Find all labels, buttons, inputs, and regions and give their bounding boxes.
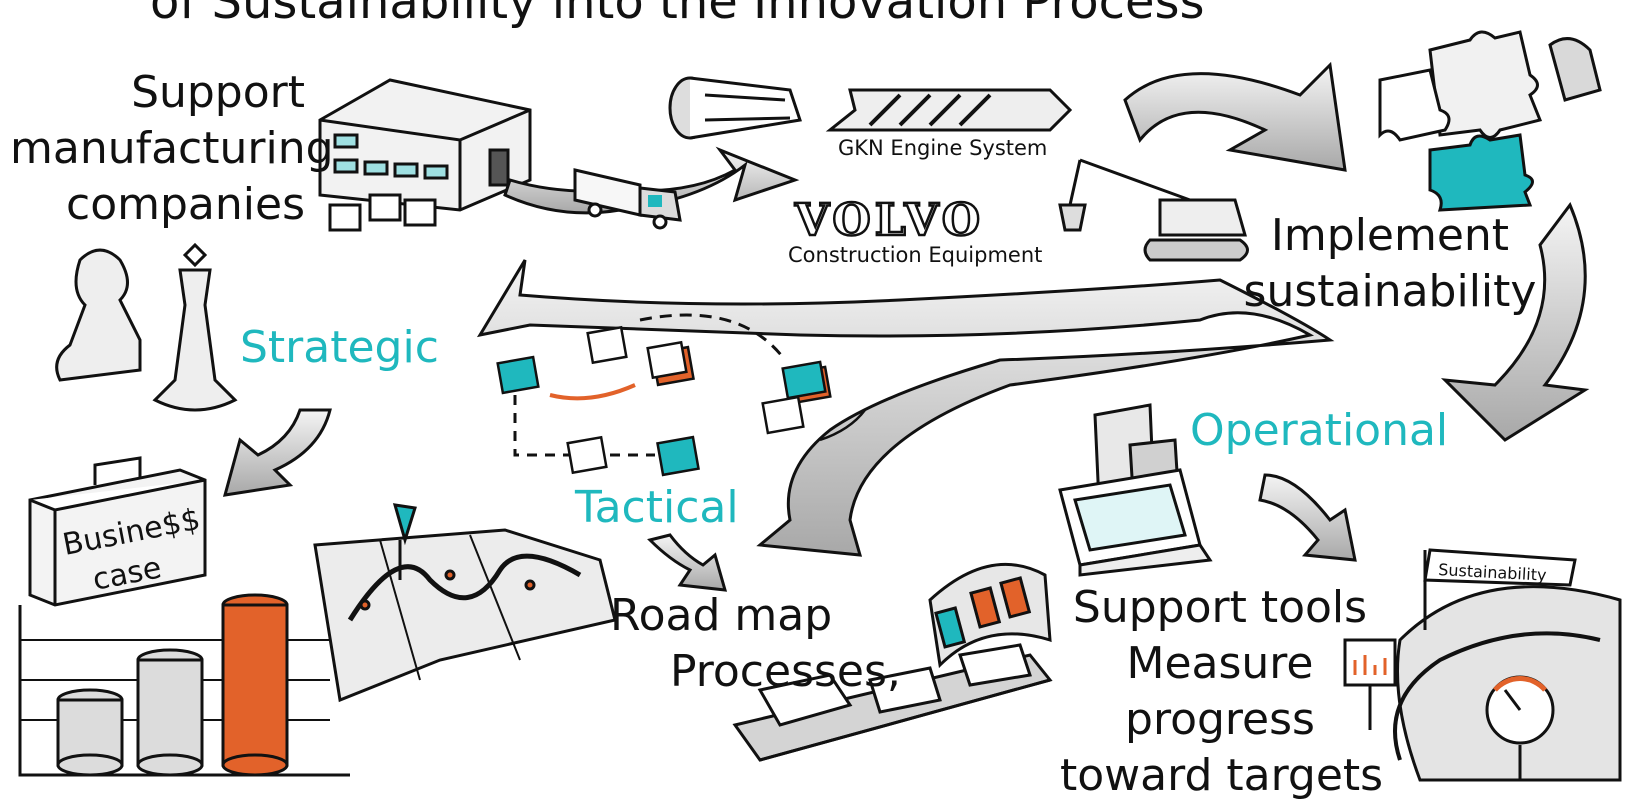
jet-engine-icon <box>668 76 802 140</box>
support-line-2: manufacturing <box>10 123 334 174</box>
briefcase-icon <box>28 456 207 607</box>
operational-label: Operational <box>1190 405 1449 456</box>
central-swoosh-arrow <box>476 259 1335 557</box>
truck-icon <box>573 168 682 230</box>
road-map-icon <box>313 503 617 703</box>
roadmap-line-2: Processes, <box>670 646 901 697</box>
tools-line-1: Support tools <box>1072 582 1368 633</box>
volvo-caption: Construction Equipment <box>788 243 1042 267</box>
tools-line-3: progress <box>1125 694 1315 745</box>
title-text: of Sustainability into the Innovation Pr… <box>150 0 1205 30</box>
gkn-caption: GKN Engine System <box>838 136 1047 160</box>
roadmap-processes-label: Road map Processes, <box>610 588 901 700</box>
strategic-label: Strategic <box>240 322 439 373</box>
implement-line-2: sustainability <box>1243 266 1537 317</box>
strategic-down-arrow <box>222 408 332 497</box>
tools-line-4: toward targets <box>1060 750 1384 801</box>
excavator-icon <box>1058 158 1249 262</box>
implement-sustainability-label: Implement sustainability <box>1240 208 1540 320</box>
conveyor-belt-icon <box>732 562 1053 762</box>
puzzle-icon <box>1378 30 1602 212</box>
gkn-logo <box>825 88 1073 132</box>
support-tools-label: Support tools Measure progress toward ta… <box>1060 580 1384 802</box>
sustainability-mountain-icon <box>1343 548 1622 782</box>
sticky-notes-flow <box>496 313 866 477</box>
support-line-3: companies <box>66 179 305 230</box>
tools-line-2: Measure <box>1126 638 1314 689</box>
tactical-down-arrow <box>647 533 728 592</box>
office-laptop-icon <box>1058 403 1213 577</box>
roadmap-line-1: Road map <box>610 590 833 641</box>
volvo-logo: VOLVO <box>794 195 984 246</box>
tactical-label: Tactical <box>575 482 739 533</box>
support-manufacturing-label: Support manufacturing companies <box>10 65 334 233</box>
implement-to-operational-arrow <box>1440 202 1590 442</box>
chess-pieces-icon <box>55 242 238 412</box>
factory-icon <box>318 78 532 232</box>
coin-chart-icon <box>18 593 350 777</box>
operational-down-arrow <box>1258 473 1357 562</box>
top-right-arrow <box>1123 61 1347 172</box>
implement-line-1: Implement <box>1270 210 1510 261</box>
support-line-1: Support <box>131 67 305 118</box>
